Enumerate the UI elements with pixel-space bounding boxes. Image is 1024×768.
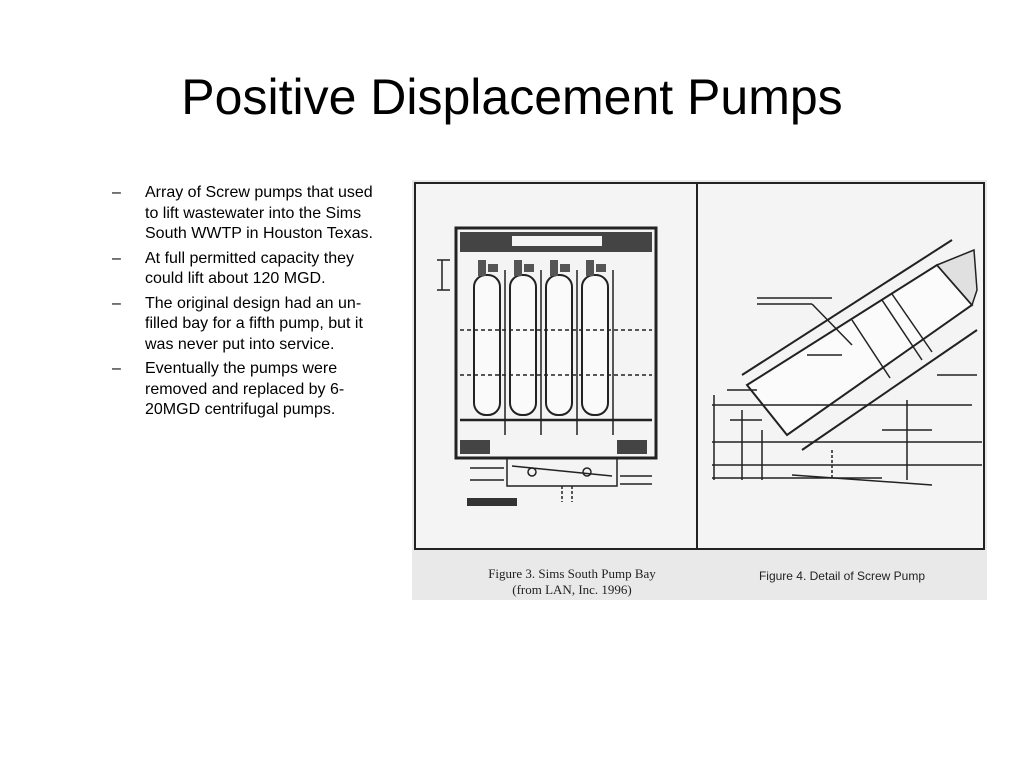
bullet-text: The original design had an un-filled bay… bbox=[145, 294, 363, 353]
bullet-item: – Array of Screw pumps that used to lift… bbox=[112, 183, 387, 245]
bullet-list: – Array of Screw pumps that used to lift… bbox=[112, 183, 387, 425]
bullet-marker: – bbox=[112, 249, 121, 267]
pump-diagram-figure: Figure 3. Sims South Pump Bay (from LAN,… bbox=[412, 180, 987, 600]
pump-bay-plan bbox=[437, 226, 658, 506]
figure-caption-right: Figure 4. Detail of Screw Pump bbox=[758, 569, 926, 583]
bullet-marker: – bbox=[112, 294, 121, 312]
bullet-item: – Eventually the pumps were removed and … bbox=[112, 359, 387, 421]
bullet-marker: – bbox=[112, 360, 121, 377]
bullet-item: – The original design had an un-filled b… bbox=[112, 294, 387, 356]
figure-caption-left-line1: Figure 3. Sims South Pump Bay bbox=[488, 566, 656, 581]
pump-diagram-drawing bbox=[414, 182, 985, 550]
bullet-text: Array of Screw pumps that used to lift w… bbox=[145, 184, 373, 242]
bullet-text: At full permitted capacity they could li… bbox=[145, 249, 354, 288]
figure-caption-left: Figure 3. Sims South Pump Bay (from LAN,… bbox=[452, 566, 692, 598]
screw-pump-detail bbox=[712, 239, 982, 486]
bullet-item: – At full permitted capacity they could … bbox=[112, 249, 387, 290]
slide-title: Positive Displacement Pumps bbox=[181, 69, 843, 125]
bullet-text: Eventually the pumps were removed and re… bbox=[145, 360, 345, 418]
bullet-marker: – bbox=[112, 184, 121, 201]
figure-caption-left-line2: (from LAN, Inc. 1996) bbox=[512, 582, 632, 597]
